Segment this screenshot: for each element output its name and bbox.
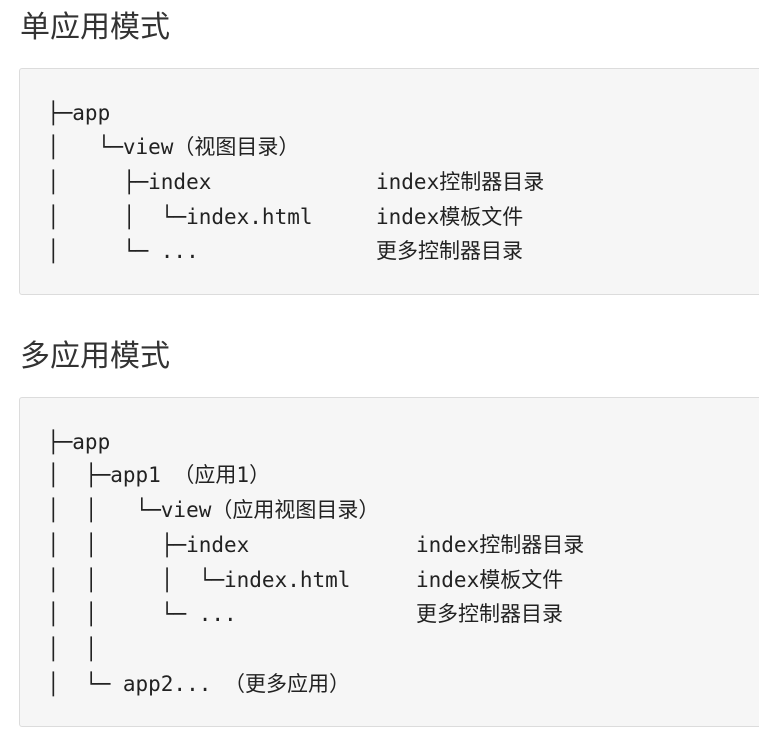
tree-line: ├─app [47, 101, 111, 125]
tree-line: │ │ └─ ... [47, 602, 237, 626]
tree-line: │ │ [47, 637, 98, 661]
tree-line: │ └─view（视图目录） [47, 135, 300, 159]
code-block-multi: ├─app │ ├─app1 （应用1） │ │ └─view（应用视图目录） … [19, 397, 759, 727]
tree-line: │ │ └─index.html [47, 205, 313, 229]
code-block-single: ├─app │ └─view（视图目录） │ ├─index │ │ └─ind… [19, 68, 759, 295]
tree-line: │ ├─app1 （应用1） [47, 463, 271, 487]
tree-line: │ │ ├─index [47, 533, 250, 557]
line-comment: 更多控制器目录 [416, 602, 563, 626]
tree-line: │ └─ app2... （更多应用） [47, 672, 351, 696]
line-comment: index模板文件 [416, 568, 564, 592]
section-title-single: 单应用模式 [20, 10, 170, 45]
tree-line: ├─app [47, 430, 111, 454]
line-comment: index控制器目录 [416, 533, 585, 557]
line-comment: 更多控制器目录 [376, 239, 523, 263]
tree-line: │ │ │ └─index.html [47, 568, 351, 592]
line-comment: index模板文件 [376, 205, 524, 229]
section-title-multi: 多应用模式 [20, 339, 170, 374]
tree-line: │ ├─index [47, 170, 212, 194]
tree-line: │ │ └─view（应用视图目录） [47, 498, 380, 522]
tree-line: │ └─ ... [47, 239, 199, 263]
line-comment: index控制器目录 [376, 170, 545, 194]
